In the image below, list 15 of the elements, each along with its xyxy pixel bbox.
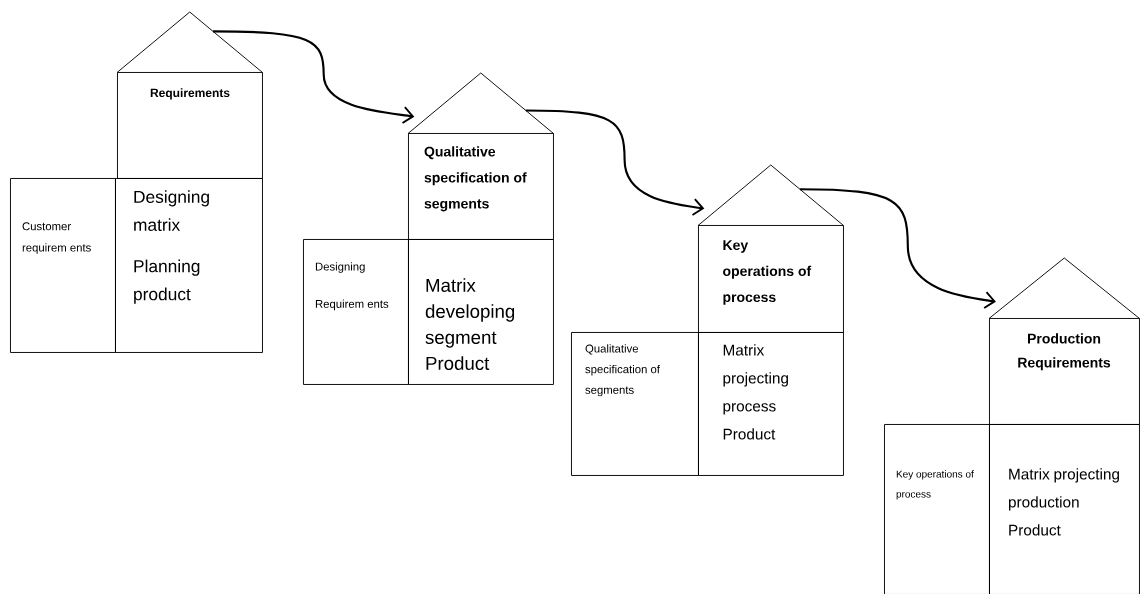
heading-box: Key operations of process [698,225,844,333]
heading-box: Requirements [117,72,263,179]
matrix-box: Matrix projecting production Product [989,424,1140,594]
curved-arrow [213,30,415,124]
input-box: Key operations of process [884,424,990,594]
matrix-box: Designing matrix Planning product [115,178,263,353]
matrix-box: Matrix developing segment Product [408,239,554,385]
heading-box: Production Requirements [989,318,1140,425]
heading-box: Qualitative specification of segments [408,133,554,240]
input-box: Designing Requirem ents [303,239,409,385]
matrix-box: Matrix projecting process Product [698,332,844,476]
input-box: Qualitative specification of segments [571,332,699,476]
input-box: Customer requirem ents [10,178,116,353]
curved-arrow [799,188,996,309]
curved-arrow [525,109,705,216]
